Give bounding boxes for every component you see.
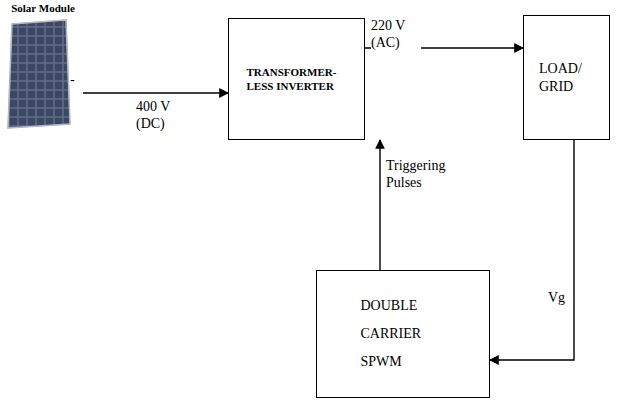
- process-box: DOUBLE CARRIER SPWM: [316, 270, 490, 398]
- terminal-mark: -: [70, 72, 75, 89]
- signal-label: Triggering Pulses: [386, 158, 458, 192]
- box-label: TRANSFORMER-LESS INVERTER: [247, 65, 347, 94]
- process-box: TRANSFORMER-LESS INVERTER: [228, 18, 365, 140]
- signal-arrow: [83, 92, 228, 93]
- signal-arrow: [490, 140, 574, 360]
- solar-panel-illustration: [8, 20, 70, 128]
- signal-label: 400 V (DC): [136, 99, 186, 133]
- signal-label: Vg: [548, 290, 565, 307]
- solar-module: Solar Module: [3, 2, 83, 130]
- box-label: LOAD/ GRID: [539, 60, 594, 95]
- box-label: DOUBLE CARRIER SPWM: [361, 292, 446, 376]
- process-box: LOAD/ GRID: [523, 15, 610, 140]
- signal-arrow: [379, 140, 380, 270]
- module-label: Solar Module: [11, 2, 75, 14]
- signal-label: 220 V (AC): [371, 18, 421, 52]
